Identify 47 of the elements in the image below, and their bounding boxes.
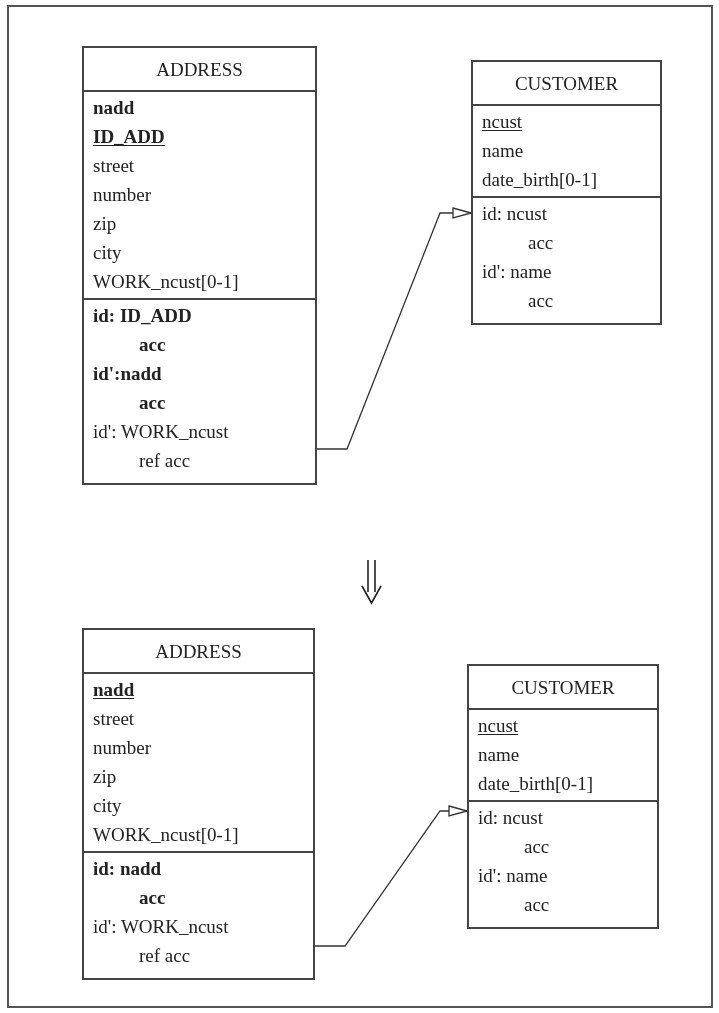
identifier-text: id: ID_ADD: [93, 304, 193, 328]
identifier-text: id': name: [478, 864, 549, 888]
attribute-text: street: [93, 154, 136, 178]
identifier-text: id: ncust: [478, 806, 544, 830]
attribute-text: nadd: [93, 678, 136, 702]
entity-name: ADDRESS: [156, 57, 243, 82]
entity-box: [471, 60, 662, 325]
identifier-text: acc: [523, 835, 551, 859]
attribute-text: city: [93, 241, 123, 265]
identifier-text: acc: [138, 886, 167, 910]
identifier-text: ref acc: [138, 449, 192, 473]
identifier-text: acc: [523, 893, 551, 917]
attribute-text: date_birth[0-1]: [478, 772, 594, 796]
identifier-text: acc: [527, 231, 555, 255]
identifier-text: id': WORK_ncust: [93, 915, 230, 939]
attribute-text: ncust: [478, 714, 520, 738]
attribute-text: name: [478, 743, 521, 767]
entity-name: CUSTOMER: [514, 71, 619, 96]
connector: [316, 207, 472, 450]
identifier-text: acc: [138, 391, 167, 415]
entity-name: CUSTOMER: [511, 675, 615, 700]
attribute-text: ID_ADD: [93, 125, 166, 149]
attribute-text: zip: [93, 765, 118, 789]
entity-name: ADDRESS: [155, 639, 242, 664]
identifier-text: ref acc: [138, 944, 192, 968]
identifier-text: id': WORK_ncust: [93, 420, 230, 444]
identifier-text: acc: [138, 333, 167, 357]
identifier-text: id: ncust: [482, 202, 548, 226]
attribute-text: city: [93, 794, 123, 818]
attribute-text: nadd: [93, 96, 136, 120]
identifier-text: id: nadd: [93, 857, 163, 881]
identifier-text: id': name: [482, 260, 553, 284]
attribute-text: date_birth[0-1]: [482, 168, 598, 192]
entity-box: [82, 628, 315, 980]
attribute-text: zip: [93, 212, 118, 236]
attribute-text: name: [482, 139, 525, 163]
attribute-text: ncust: [482, 110, 524, 134]
connector: [314, 805, 468, 947]
entity-box: [467, 664, 659, 929]
attribute-text: WORK_ncust[0-1]: [93, 270, 240, 294]
identifier-text: acc: [527, 289, 555, 313]
attribute-text: number: [93, 183, 153, 207]
attribute-text: number: [93, 736, 153, 760]
entity-box: [82, 46, 317, 485]
identifier-text: id':nadd: [93, 362, 163, 386]
attribute-text: WORK_ncust[0-1]: [93, 823, 240, 847]
attribute-text: street: [93, 707, 136, 731]
